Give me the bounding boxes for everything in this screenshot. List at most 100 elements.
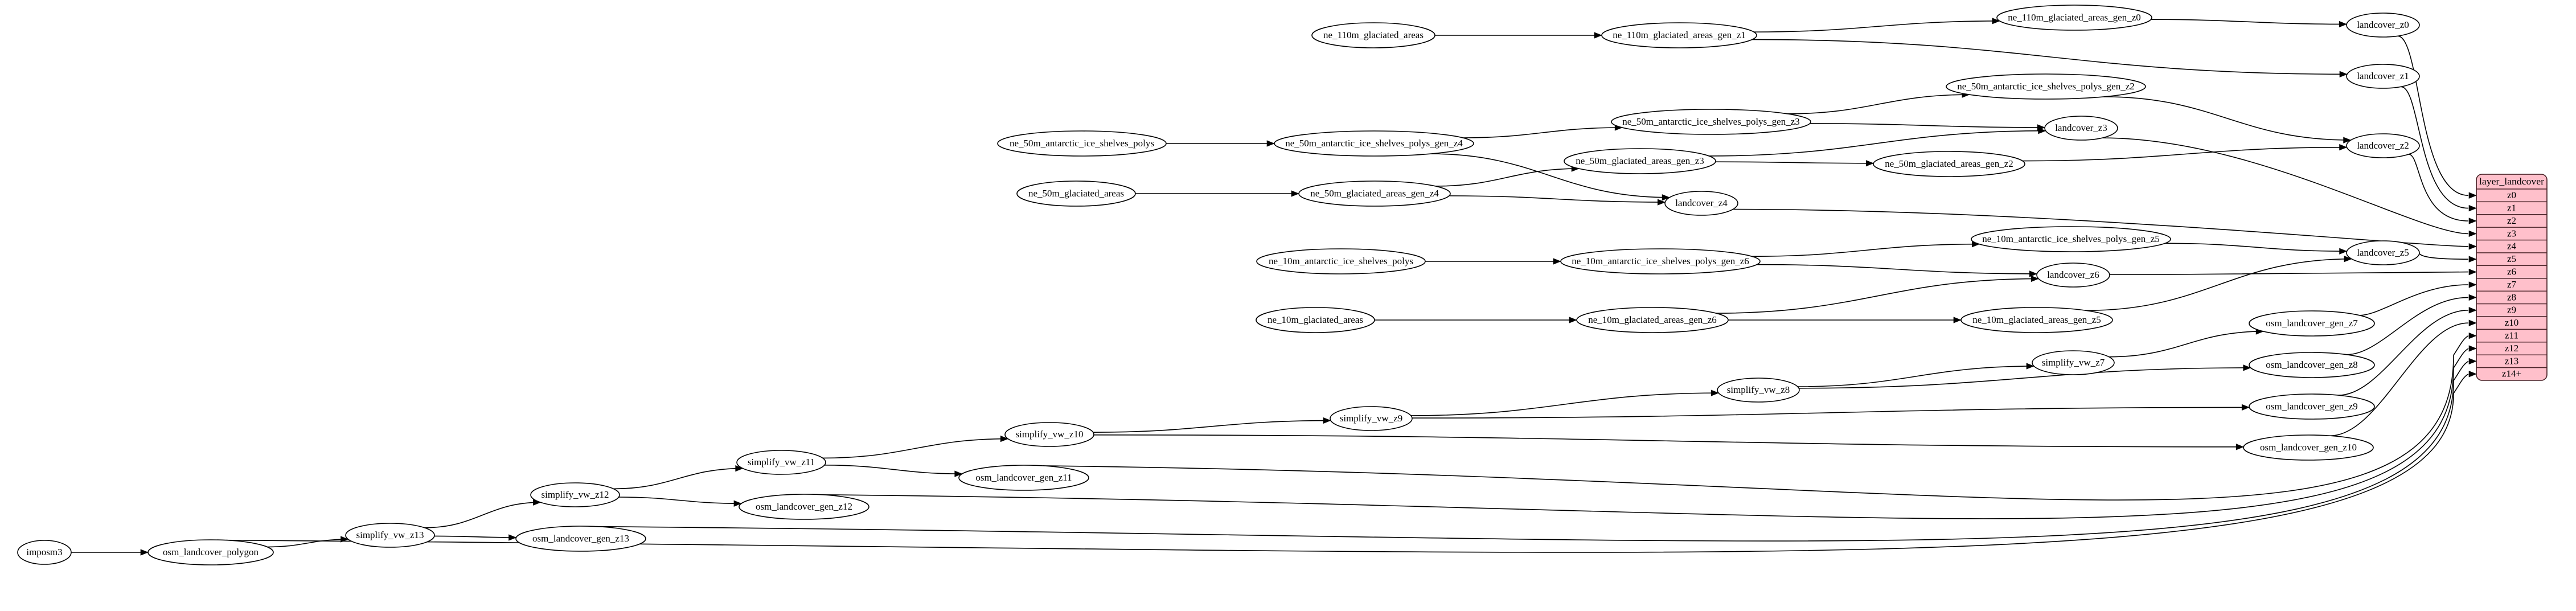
node-ellipse[interactable] [1601, 22, 1757, 48]
table-row-z3[interactable] [2476, 227, 2547, 241]
node-ellipse[interactable] [1946, 73, 2146, 100]
node-ellipse[interactable] [2249, 393, 2375, 420]
graph-node-landcover_z2[interactable]: landcover_z2 [2346, 133, 2420, 158]
graph-node-ne_110m_glaciated_areas_gen_z1[interactable]: ne_110m_glaciated_areas_gen_z1 [1601, 22, 1757, 48]
graph-node-landcover_z3[interactable]: landcover_z3 [2044, 116, 2118, 141]
graph-edge [596, 358, 2477, 542]
graph-node-ne_10m_glaciated_areas[interactable]: ne_10m_glaciated_areas [1256, 307, 1375, 333]
node-ellipse[interactable] [147, 539, 274, 565]
table-row-z11[interactable] [2476, 329, 2547, 343]
node-ellipse[interactable] [2032, 350, 2115, 375]
graph-node-ne_50m_antarctic_ice_shelves_polys[interactable]: ne_50m_antarctic_ice_shelves_polys [997, 130, 1167, 157]
node-ellipse[interactable] [2044, 116, 2118, 141]
table-row-z8[interactable] [2476, 290, 2547, 305]
table-row-z6[interactable] [2476, 265, 2547, 279]
node-ellipse[interactable] [1717, 378, 1800, 403]
table-row-z13[interactable] [2476, 354, 2547, 368]
node-ellipse[interactable] [1560, 248, 1761, 274]
graph-node-simplify_vw_z11[interactable]: simplify_vw_z11 [736, 450, 826, 475]
graph-node-ne_10m_antarctic_ice_shelves_polys_gen_z6[interactable]: ne_10m_antarctic_ice_shelves_polys_gen_z… [1560, 248, 1761, 274]
node-ellipse[interactable] [1256, 248, 1426, 274]
graph-node-osm_landcover_gen_z12[interactable]: osm_landcover_gen_z12 [739, 494, 869, 520]
graph-node-ne_50m_glaciated_areas_gen_z2[interactable]: ne_50m_glaciated_areas_gen_z2 [1873, 151, 2025, 177]
graph-edge [1412, 404, 2250, 419]
graph-node-simplify_vw_z8[interactable]: simplify_vw_z8 [1717, 378, 1800, 403]
graph-node-osm_landcover_gen_z10[interactable]: osm_landcover_gen_z10 [2243, 434, 2374, 461]
graph-node-ne_10m_antarctic_ice_shelves_polys_gen_z5[interactable]: ne_10m_antarctic_ice_shelves_polys_gen_z… [1971, 226, 2171, 252]
graph-node-osm_landcover_gen_z13[interactable]: osm_landcover_gen_z13 [515, 526, 646, 552]
node-ellipse[interactable] [345, 523, 435, 548]
graph-node-landcover_z5[interactable]: landcover_z5 [2346, 240, 2420, 265]
graph-node-landcover_z4[interactable]: landcover_z4 [1664, 191, 1738, 216]
node-ellipse[interactable] [958, 465, 1089, 491]
table-row-z14+[interactable] [2476, 367, 2547, 380]
node-ellipse[interactable] [1330, 406, 1413, 431]
node-ellipse[interactable] [1873, 151, 2025, 177]
table-row-z5[interactable] [2476, 252, 2547, 266]
graph-node-landcover_z1[interactable]: landcover_z1 [2346, 64, 2420, 89]
table-row-z4[interactable] [2476, 239, 2547, 253]
table-row-z9[interactable] [2476, 303, 2547, 317]
node-ellipse[interactable] [739, 494, 869, 520]
graph-node-ne_50m_glaciated_areas[interactable]: ne_50m_glaciated_areas [1016, 181, 1136, 207]
graph-node-ne_50m_glaciated_areas_gen_z3[interactable]: ne_50m_glaciated_areas_gen_z3 [1564, 148, 1716, 174]
graph-node-ne_110m_glaciated_areas_gen_z0[interactable]: ne_110m_glaciated_areas_gen_z0 [1996, 5, 2152, 31]
graph-node-ne_110m_glaciated_areas[interactable]: ne_110m_glaciated_areas [1311, 22, 1435, 48]
node-ellipse[interactable] [2036, 263, 2110, 288]
graph-node-ne_50m_antarctic_ice_shelves_polys_gen_z2[interactable]: ne_50m_antarctic_ice_shelves_polys_gen_z… [1946, 73, 2146, 100]
node-ellipse[interactable] [2249, 352, 2375, 378]
graph-node-ne_10m_glaciated_areas_gen_z5[interactable]: ne_10m_glaciated_areas_gen_z5 [1960, 307, 2113, 333]
table-row-z0[interactable] [2476, 188, 2547, 203]
graph-node-osm_landcover_gen_z8[interactable]: osm_landcover_gen_z8 [2249, 352, 2375, 378]
node-ellipse[interactable] [1311, 22, 1435, 48]
graph-node-simplify_vw_z7[interactable]: simplify_vw_z7 [2032, 350, 2115, 375]
graph-node-osm_landcover_gen_z7[interactable]: osm_landcover_gen_z7 [2249, 310, 2375, 337]
graph-node-ne_10m_antarctic_ice_shelves_polys[interactable]: ne_10m_antarctic_ice_shelves_polys [1256, 248, 1426, 274]
graph-edge [1449, 195, 1666, 206]
node-ellipse[interactable] [2346, 13, 2420, 38]
node-ellipse[interactable] [2346, 64, 2420, 89]
node-ellipse[interactable] [2243, 434, 2374, 461]
table-row-z10[interactable] [2476, 316, 2547, 330]
node-ellipse[interactable] [1996, 5, 2152, 31]
graph-node-ne_50m_antarctic_ice_shelves_polys_gen_z3[interactable]: ne_50m_antarctic_ice_shelves_polys_gen_z… [1611, 109, 1811, 135]
node-ellipse[interactable] [1274, 130, 1474, 157]
graph-node-simplify_vw_z13[interactable]: simplify_vw_z13 [345, 523, 435, 548]
graph-node-landcover_z6[interactable]: landcover_z6 [2036, 263, 2110, 288]
node-ellipse[interactable] [1298, 181, 1451, 207]
graph-node-ne_50m_glaciated_areas_gen_z4[interactable]: ne_50m_glaciated_areas_gen_z4 [1298, 181, 1451, 207]
graph-edge [2086, 256, 2352, 311]
table-row-z1[interactable] [2476, 201, 2547, 215]
node-ellipse[interactable] [2346, 133, 2420, 158]
node-ellipse[interactable] [1256, 307, 1375, 333]
graph-node-simplify_vw_z9[interactable]: simplify_vw_z9 [1330, 406, 1413, 431]
graph-node-osm_landcover_polygon[interactable]: osm_landcover_polygon [147, 539, 274, 565]
node-ellipse[interactable] [1016, 181, 1136, 207]
node-ellipse[interactable] [736, 450, 826, 475]
graph-node-imposm3[interactable]: imposm3 [17, 540, 72, 565]
node-ellipse[interactable] [2346, 240, 2420, 265]
node-ellipse[interactable] [1564, 148, 1716, 174]
node-ellipse[interactable] [1576, 307, 1729, 333]
graph-node-simplify_vw_z10[interactable]: simplify_vw_z10 [1004, 422, 1094, 447]
graph-node-ne_10m_glaciated_areas_gen_z6[interactable]: ne_10m_glaciated_areas_gen_z6 [1576, 307, 1729, 333]
table-row-z7[interactable] [2476, 278, 2547, 292]
graph-node-osm_landcover_gen_z9[interactable]: osm_landcover_gen_z9 [2249, 393, 2375, 420]
table-row-z2[interactable] [2476, 214, 2547, 228]
node-ellipse[interactable] [1611, 109, 1811, 135]
graph-node-simplify_vw_z12[interactable]: simplify_vw_z12 [530, 482, 620, 507]
node-ellipse[interactable] [1664, 191, 1738, 216]
graph-node-landcover_z0[interactable]: landcover_z0 [2346, 13, 2420, 38]
node-ellipse[interactable] [1971, 226, 2171, 252]
node-ellipse[interactable] [1004, 422, 1094, 447]
node-ellipse[interactable] [997, 130, 1167, 157]
node-ellipse[interactable] [17, 540, 72, 565]
graph-node-ne_50m_antarctic_ice_shelves_polys_gen_z4[interactable]: ne_50m_antarctic_ice_shelves_polys_gen_z… [1274, 130, 1474, 157]
table-row-z12[interactable] [2476, 342, 2547, 355]
node-ellipse[interactable] [1960, 307, 2113, 333]
node-ellipse[interactable] [2249, 310, 2375, 337]
graph-node-osm_landcover_gen_z11[interactable]: osm_landcover_gen_z11 [958, 465, 1089, 491]
node-ellipse[interactable] [530, 482, 620, 507]
node-ellipse[interactable] [515, 526, 646, 552]
edges-layer [71, 18, 2477, 556]
